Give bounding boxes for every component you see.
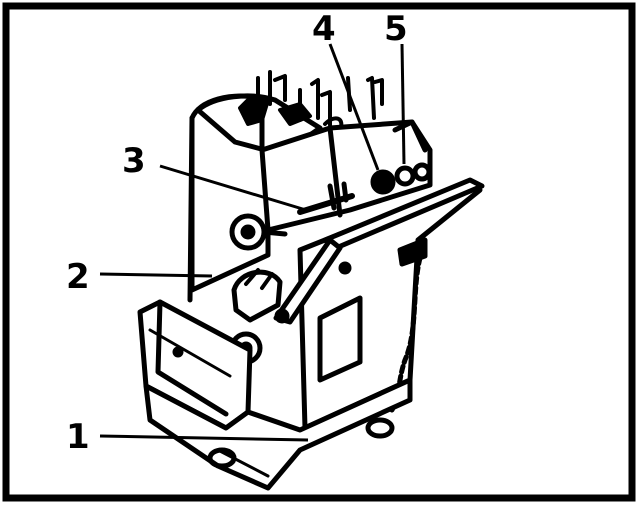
- knob-5a: [394, 165, 416, 187]
- base-wheel-right: [365, 417, 395, 439]
- top-mechanism: [238, 70, 384, 132]
- main-cylinder: [189, 93, 271, 293]
- leader-1: [99, 434, 309, 442]
- cylinder-left-edge: [187, 115, 195, 303]
- leader-2: [99, 272, 213, 278]
- callout-3: 3: [122, 141, 146, 181]
- feed-slot-mark: [327, 181, 349, 211]
- callout-4: 4: [312, 9, 336, 49]
- leader-lines: [99, 43, 406, 442]
- callout-5: 5: [384, 9, 408, 49]
- control-knobs: [370, 162, 432, 195]
- callout-2: 2: [66, 257, 90, 297]
- base-wheel-left: [207, 447, 237, 469]
- knob-4: [370, 169, 396, 195]
- support-arm: [273, 237, 343, 325]
- upper-spool: [229, 213, 288, 251]
- leader-3: [159, 164, 307, 212]
- machine-drawing: [137, 70, 485, 491]
- leader-4: [328, 43, 380, 171]
- door-window: [317, 295, 363, 383]
- housing-top-right: [392, 119, 428, 153]
- callout-1: 1: [66, 417, 90, 457]
- leader-5: [400, 43, 406, 165]
- knob-5b: [412, 162, 432, 182]
